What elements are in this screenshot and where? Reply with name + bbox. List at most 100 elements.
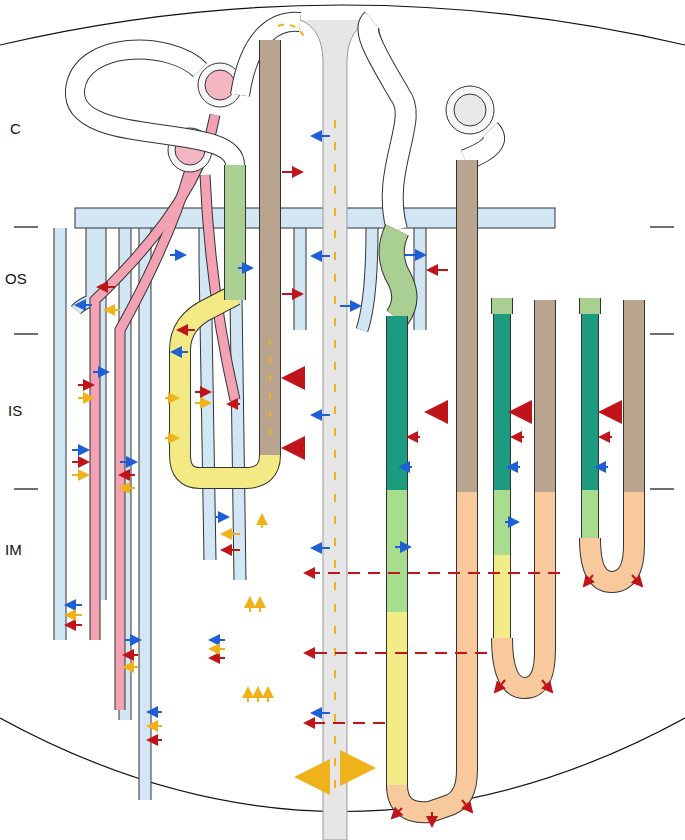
transport-arrow-part-part bbox=[195, 402, 210, 404]
nephron-tubule-part bbox=[494, 555, 510, 640]
transport-arrow-part-part bbox=[170, 254, 185, 256]
collecting-duct bbox=[300, 20, 372, 840]
transport-arrow-part-part bbox=[228, 403, 240, 405]
transport-arrow-part-part bbox=[542, 680, 552, 692]
nephron-tubule-part bbox=[580, 298, 600, 314]
transport-arrow-part-part bbox=[105, 309, 120, 311]
transport-arrow-part-part bbox=[267, 688, 269, 702]
nephron-tubule-part bbox=[493, 555, 511, 640]
transport-arrow-part bbox=[66, 172, 642, 826]
transport-arrow-part bbox=[66, 136, 608, 713]
transport-arrow-part-part bbox=[172, 351, 188, 353]
transport-arrow-part-part bbox=[431, 812, 433, 826]
transport-arrow-part-part bbox=[395, 546, 410, 548]
nephron-tubule-part bbox=[75, 50, 235, 165]
nephron-tubule-part bbox=[392, 230, 405, 318]
transport-arrow-part-part bbox=[165, 397, 178, 399]
transport-arrow-part-part bbox=[596, 466, 608, 468]
nephron-tubule-part bbox=[623, 300, 645, 492]
transport-arrow-part-part bbox=[282, 171, 302, 173]
nephron-tubule-part bbox=[590, 490, 634, 582]
transport-arrow-part-part bbox=[165, 437, 178, 439]
nephron-tubule-part bbox=[397, 490, 467, 812]
transport-arrow-part-part bbox=[222, 549, 240, 551]
transport-arrow-part-part bbox=[76, 304, 92, 306]
transport-arrow-part-part bbox=[600, 436, 612, 438]
transport-arrow-part-part bbox=[305, 572, 560, 574]
transport-arrow-part-part bbox=[392, 808, 402, 818]
transport-arrow-part bbox=[66, 25, 370, 778]
transport-arrow-part-part bbox=[345, 765, 370, 771]
nephron-tubule-part bbox=[502, 490, 545, 688]
transport-arrow-part-part bbox=[78, 384, 93, 386]
transport-arrow-part-part bbox=[632, 575, 642, 586]
nephron-tubule-part bbox=[502, 490, 545, 688]
collecting-duct-part bbox=[300, 20, 372, 840]
nephron-tubule-part bbox=[386, 490, 408, 612]
transport-arrow-part-part bbox=[210, 657, 225, 659]
transport-arrow-part-part bbox=[124, 666, 138, 668]
transport-arrow-part-part bbox=[285, 376, 305, 380]
transport-arrow-part-part bbox=[148, 739, 162, 741]
zone-divider-part bbox=[14, 488, 38, 489]
transport-arrow-part-part bbox=[178, 329, 195, 331]
nephron-tubule-part bbox=[624, 300, 644, 492]
transport-arrow-part-part bbox=[93, 371, 108, 373]
glomerulus-part bbox=[446, 86, 494, 134]
nephron-tubule-part bbox=[582, 312, 598, 490]
nephron-tubule-part bbox=[492, 298, 512, 314]
zone-label: OS bbox=[5, 270, 27, 287]
glomerulus-part bbox=[454, 94, 486, 126]
transport-arrow-part-part bbox=[305, 722, 385, 724]
transport-arrow-part-part bbox=[78, 397, 93, 399]
transport-arrow-part-part bbox=[120, 461, 136, 463]
arteriole-part bbox=[95, 115, 235, 710]
transport-arrow-part-part bbox=[300, 774, 325, 780]
vasa-recta-part bbox=[60, 228, 420, 800]
zone-divider-part bbox=[14, 226, 38, 227]
nephron-tubule-part bbox=[386, 316, 408, 490]
transport-arrow-part-part bbox=[148, 725, 162, 727]
nephron-tubule-part bbox=[392, 230, 405, 318]
transport-arrow-part-part bbox=[261, 515, 263, 528]
transport-arrow-part-part bbox=[428, 269, 448, 271]
nephron-tubule-part bbox=[225, 165, 245, 300]
vasa-recta-part-part bbox=[54, 228, 67, 640]
nephron-tubule-part bbox=[534, 300, 556, 492]
transport-arrow-part-part bbox=[247, 688, 249, 702]
transport-arrow-part-part bbox=[312, 414, 330, 416]
nephron-tubule-part bbox=[386, 612, 408, 790]
transport-arrow-part-part bbox=[215, 516, 228, 518]
transport-arrow-part-part bbox=[66, 604, 82, 606]
transport-arrow-part-part bbox=[259, 598, 261, 612]
nephron-tubule-part bbox=[224, 165, 246, 300]
transport-arrow-part-part bbox=[282, 293, 302, 295]
nephron-tubule-part bbox=[368, 20, 405, 230]
zone-divider-part bbox=[14, 333, 38, 334]
nephron-tubule-part bbox=[180, 295, 270, 478]
transport-arrow-part-part bbox=[405, 254, 425, 256]
transport-arrow-part-part bbox=[72, 474, 88, 476]
nephron-tubule-part bbox=[465, 130, 494, 160]
zone-label: IS bbox=[8, 402, 22, 419]
nephron-tubule-part bbox=[457, 160, 477, 492]
transport-arrow-part-part bbox=[195, 391, 210, 393]
transport-arrow-part-part bbox=[249, 598, 251, 612]
nephron-tubule-part bbox=[456, 160, 478, 492]
nephron-tubule bbox=[75, 20, 634, 812]
nephron-tubule-part bbox=[387, 316, 407, 490]
transport-arrow-part-part bbox=[602, 410, 618, 414]
transport-arrow-part-part bbox=[505, 521, 518, 523]
zone-label: C bbox=[10, 120, 21, 137]
nephron-tubule-part bbox=[493, 312, 511, 490]
nephron-tubule-part bbox=[387, 490, 407, 612]
transport-arrow-part-part bbox=[120, 487, 135, 489]
nephron-tubule-part bbox=[581, 312, 599, 490]
transport-arrow-part-part bbox=[278, 25, 305, 39]
transport-arrow-part-part bbox=[312, 255, 330, 257]
transport-arrow-part-part bbox=[285, 446, 305, 450]
nephron-tubule-part bbox=[494, 312, 510, 490]
transport-arrow bbox=[66, 25, 642, 827]
